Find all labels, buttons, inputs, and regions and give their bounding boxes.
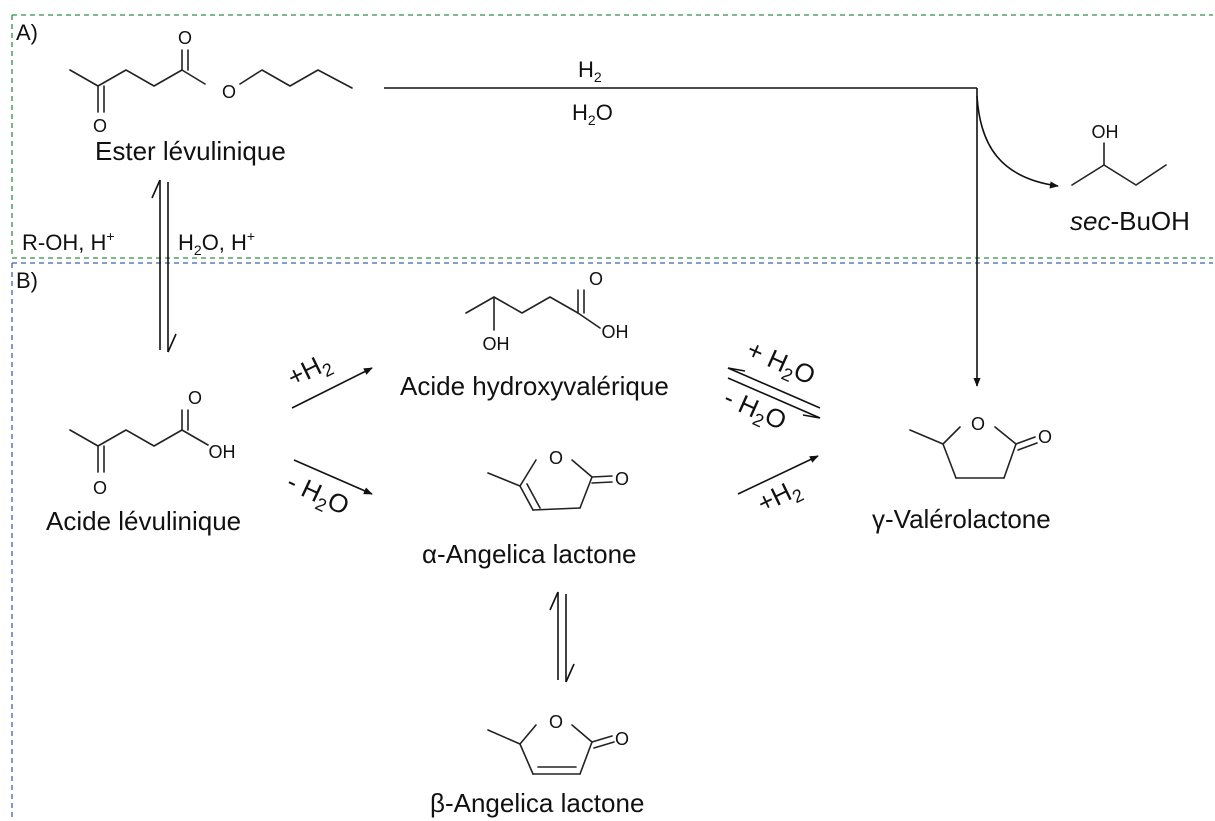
hydroxyvaleric-acid-structure: O OH OH — [465, 269, 629, 354]
aal-o-carbonyl: O — [615, 469, 629, 489]
hva-oh-alcohol: OH — [483, 334, 510, 354]
bal-o-ring: O — [549, 712, 563, 732]
top-condition-h2: H2 — [578, 57, 602, 85]
gvl-o-ring: O — [971, 414, 985, 434]
sec-buoh-name: sec-BuOH — [1070, 206, 1190, 236]
dehydration-label-1: - H2O — [281, 466, 354, 524]
panel-b-label: B) — [16, 268, 38, 293]
hva-oh-acid: OH — [602, 322, 629, 342]
gvl-name: γ-Valérolactone — [872, 504, 1051, 534]
panel-a-label: A) — [16, 20, 38, 45]
ester-structure: O O O — [69, 28, 353, 136]
hva-o-carbonyl: O — [589, 269, 603, 289]
la-o-carbonyl: O — [188, 388, 202, 408]
alpha-angelica-lactone-structure: O O — [487, 448, 629, 511]
aal-o-ring: O — [549, 448, 563, 468]
levulinic-acid-structure: O OH O — [69, 388, 236, 498]
dehydration-arrow-1 — [293, 459, 373, 495]
alpha-angelica-lactone-name: α-Angelica lactone — [422, 539, 637, 569]
hydrogenation-label-2: +H2 — [752, 472, 806, 522]
sec-buoh-structure: OH — [1071, 122, 1167, 186]
hydroxyvaleric-acid-name: Acide hydroxyvalérique — [400, 371, 669, 401]
top-condition-h2o: H2O — [572, 100, 613, 128]
panel-b-box — [11, 262, 1213, 821]
top-pathway-arrow — [384, 87, 1059, 387]
esterification-condition-right: H2O, H+ — [178, 228, 255, 258]
beta-angelica-lactone-name: β-Angelica lactone — [430, 788, 644, 818]
sec-buoh-oh: OH — [1092, 122, 1119, 142]
la-oh: OH — [209, 442, 236, 462]
panel-a-box — [11, 14, 1213, 259]
esterification-condition-left: R-OH, H+ — [22, 228, 115, 255]
ester-name: Ester lévulinique — [95, 136, 286, 166]
bal-o-carbonyl: O — [615, 729, 629, 749]
levulinic-acid-name: Acide lévulinique — [46, 506, 241, 536]
esterification-equilibrium-arrows — [151, 179, 177, 353]
la-o-ketone: O — [93, 478, 107, 498]
hydrogenation-arrow-1 — [291, 367, 373, 409]
lactonization-equilibrium-arrows — [727, 367, 821, 419]
isomerization-equilibrium-arrows — [549, 591, 575, 683]
hydration-plus-label: + H2O — [741, 334, 820, 394]
ester-o-ether: O — [222, 82, 236, 102]
hydrogenation-arrow-2 — [737, 455, 819, 495]
hydrogenation-label-1: +H2 — [282, 346, 336, 396]
ester-o-carbonyl: O — [178, 28, 192, 48]
gvl-structure: O O — [909, 414, 1052, 479]
ester-o-ketone: O — [93, 116, 107, 136]
gvl-o-carbonyl: O — [1038, 427, 1052, 447]
beta-angelica-lactone-structure: O O — [487, 712, 629, 775]
